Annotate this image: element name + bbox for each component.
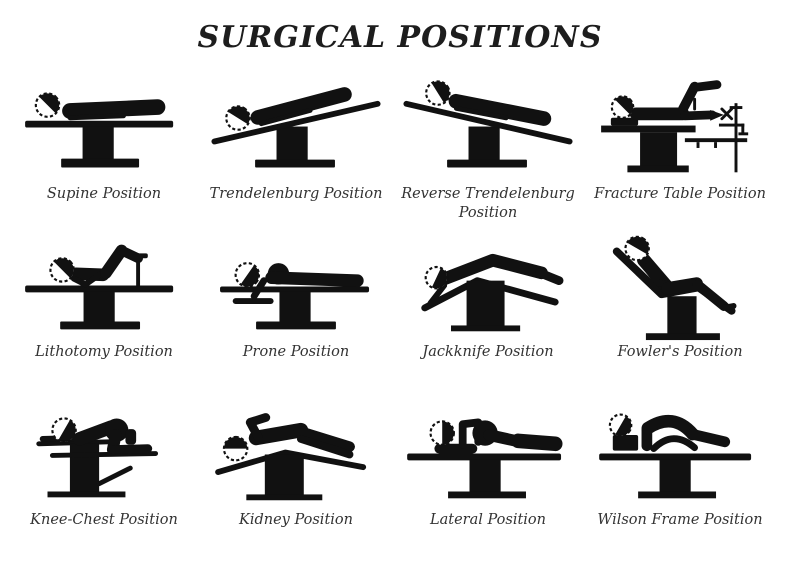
patient-figure [49, 244, 143, 288]
reverse-trendelenburg-position-icon [403, 80, 573, 168]
position-cell-fowlers: Fowler's Position [584, 230, 776, 398]
operating-table-shape [25, 285, 174, 330]
patient-figure [424, 253, 564, 306]
position-cell-reverse-trendelenburg: Reverse Trendelenburg Position [392, 72, 584, 230]
kidney-position-icon [215, 413, 367, 501]
patient-figure [608, 413, 731, 452]
position-cell-wilson-frame: Wilson Frame Position [584, 398, 776, 558]
position-cell-lateral: Lateral Position [392, 398, 584, 558]
jackknife-position-icon [421, 253, 564, 332]
position-cell-jackknife: Jackknife Position [392, 230, 584, 398]
position-label: Fowler's Position [617, 344, 743, 360]
position-label: Lateral Position [429, 512, 546, 528]
tilted-table-and-patient [211, 87, 381, 145]
patient-figure [610, 80, 724, 121]
position-label: Supine Position [46, 186, 162, 202]
position-label: Trendelenburg Position [209, 186, 383, 202]
position-cell-kidney: Kidney Position [200, 398, 392, 558]
position-label: Jackknife Position [422, 344, 554, 360]
wilson-frame-position-icon [599, 413, 752, 499]
operating-table-shape [407, 443, 562, 499]
lateral-position-icon [407, 418, 563, 499]
position-label: Prone Position [242, 344, 350, 360]
knee-chest-position-icon [36, 417, 159, 498]
fowlers-position-icon [612, 235, 737, 341]
traction-frame-shape [684, 103, 749, 173]
position-label: Fracture Table Position [594, 186, 766, 202]
patient-figure [429, 418, 563, 452]
trendelenburg-position-icon [211, 87, 381, 168]
operating-table-shape [25, 120, 174, 168]
position-label: Reverse Trendelenburg Position [401, 186, 575, 221]
operating-table-shape [421, 277, 559, 332]
position-cell-knee-chest: Knee-Chest Position [8, 398, 200, 558]
patient-figure [234, 262, 364, 300]
operating-table-shape [447, 126, 527, 168]
patient-figure [39, 417, 153, 456]
patient-figure [34, 92, 166, 121]
operating-table-shape [601, 117, 696, 173]
position-cell-trendelenburg: Trendelenburg Position [200, 72, 392, 230]
patient-figure [624, 235, 737, 311]
position-label: Knee-Chest Position [30, 512, 178, 528]
tilted-table-and-patient [403, 80, 573, 145]
position-label: Lithotomy Position [35, 344, 173, 360]
prone-position-icon [220, 262, 370, 330]
operating-table-shape [215, 449, 367, 501]
lithotomy-position-icon [25, 244, 174, 330]
position-label: Kidney Position [239, 512, 353, 528]
position-cell-lithotomy: Lithotomy Position [8, 230, 200, 398]
position-label: Wilson Frame Position [597, 512, 763, 528]
position-cell-prone: Prone Position [200, 230, 392, 398]
fracture-table-position-icon [601, 80, 749, 173]
operating-table-shape [36, 439, 159, 498]
patient-figure [222, 413, 355, 462]
operating-table-shape [255, 126, 335, 168]
position-cell-fracture-table: Fracture Table Position [584, 72, 776, 230]
supine-position-icon [25, 92, 174, 168]
page-title: SURGICAL POSITIONS [197, 20, 603, 55]
operating-table-shape [220, 286, 370, 330]
position-cell-supine: Supine Position [8, 72, 200, 230]
positions-grid: Supine Position Trendelen [0, 72, 800, 558]
operating-table-shape [599, 435, 752, 499]
